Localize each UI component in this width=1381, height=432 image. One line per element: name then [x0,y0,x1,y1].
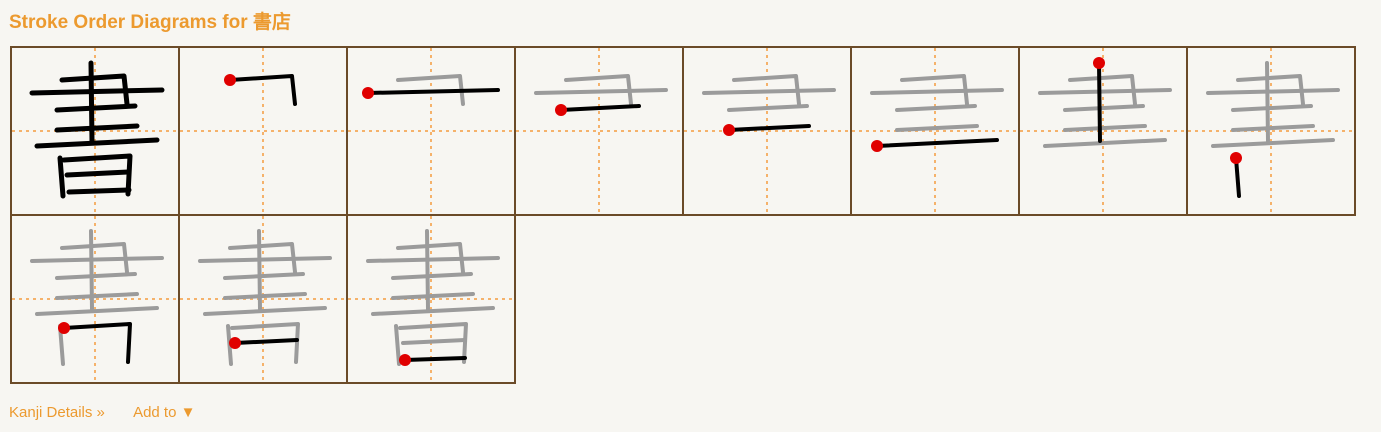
previous-stroke [425,229,430,311]
kanji-stroke [61,153,133,197]
previous-stroke [257,229,262,311]
current-stroke [228,74,297,106]
previous-stroke [1206,88,1340,95]
previous-stroke [1211,138,1335,148]
stroke-step-cell [1018,46,1188,216]
previous-stroke [228,242,297,274]
previous-stroke [35,306,159,316]
previous-stroke [401,338,467,345]
stroke-step-cell [346,46,516,216]
guide-lines [12,216,178,382]
previous-stroke [900,74,969,106]
previous-stroke [55,272,137,280]
previous-stroke [1038,88,1172,95]
stroke-step-cell [682,46,852,216]
stroke-step-cell [178,46,348,216]
current-stroke [559,104,641,112]
previous-stroke [895,124,979,132]
previous-stroke [391,272,473,280]
previous-stroke [727,104,809,112]
current-stroke [1234,156,1241,198]
current-stroke [875,138,999,148]
previous-stroke [732,74,801,106]
previous-stroke [223,272,305,280]
kanji-full-cell [10,46,180,216]
kanji-stroke [66,187,132,195]
previous-stroke [1265,61,1270,143]
current-stroke [233,338,299,345]
current-stroke [366,88,500,95]
previous-stroke [198,256,332,263]
kanji-details-link[interactable]: Kanji Details » [9,404,105,421]
previous-stroke [1236,74,1305,106]
kanji-stroke [54,103,138,113]
kanji-stroke [34,137,160,149]
previous-stroke [394,324,401,366]
guide-lines [348,48,514,214]
previous-stroke [396,242,465,274]
kanji-stroke [88,60,95,144]
previous-stroke [398,322,468,364]
footer-links: Kanji Details » Add to ▼ [9,404,195,421]
stroke-start-dot [362,87,374,99]
stroke-start-dot [1093,57,1105,69]
previous-stroke [534,88,668,95]
stroke-start-dot [224,74,236,86]
guide-lines [180,216,346,382]
previous-stroke [366,256,500,263]
stroke-start-dot [58,322,70,334]
kanji-stroke [64,169,132,178]
current-stroke [403,356,467,362]
previous-stroke [1063,104,1145,112]
previous-stroke [60,242,129,274]
stroke-start-dot [399,354,411,366]
guide-lines [516,48,682,214]
stroke-step-cell [346,214,516,384]
previous-stroke [702,88,836,95]
stroke-step-cell [850,46,1020,216]
previous-stroke [396,74,465,106]
current-stroke [1097,61,1102,143]
stroke-step-cell [514,46,684,216]
kanji-stroke [29,87,165,96]
stroke-step-cell [10,214,180,384]
kanji-stroke [54,123,140,133]
guide-lines [180,48,346,214]
previous-stroke [564,74,633,106]
previous-stroke [371,306,495,316]
previous-stroke [391,292,475,300]
previous-stroke [230,322,300,364]
previous-stroke [30,256,164,263]
stroke-step-cell [1186,46,1356,216]
kanji-stroke [57,155,66,199]
guide-lines [684,48,850,214]
current-stroke [727,124,811,132]
previous-stroke [1068,74,1137,106]
guide-lines [348,216,514,382]
guide-lines [1020,48,1186,214]
add-to-dropdown[interactable]: Add to ▼ [133,404,196,421]
stroke-start-dot [555,104,567,116]
previous-stroke [1231,104,1313,112]
kanji-stroke [59,73,130,107]
previous-stroke [55,292,139,300]
current-stroke [62,322,132,364]
stroke-start-dot [1230,152,1242,164]
previous-stroke [895,104,977,112]
stroke-start-dot [723,124,735,136]
previous-stroke [1231,124,1315,132]
stroke-start-dot [229,337,241,349]
previous-stroke [1063,124,1147,132]
previous-stroke [203,306,327,316]
previous-stroke [89,229,94,311]
page-title: Stroke Order Diagrams for 書店 [9,12,291,33]
guide-lines [1188,48,1354,214]
stroke-start-dot [871,140,883,152]
stroke-order-grid [10,46,1370,384]
previous-stroke [1043,138,1167,148]
previous-stroke [223,292,307,300]
previous-stroke [870,88,1004,95]
guide-lines [852,48,1018,214]
stroke-step-cell [178,214,348,384]
